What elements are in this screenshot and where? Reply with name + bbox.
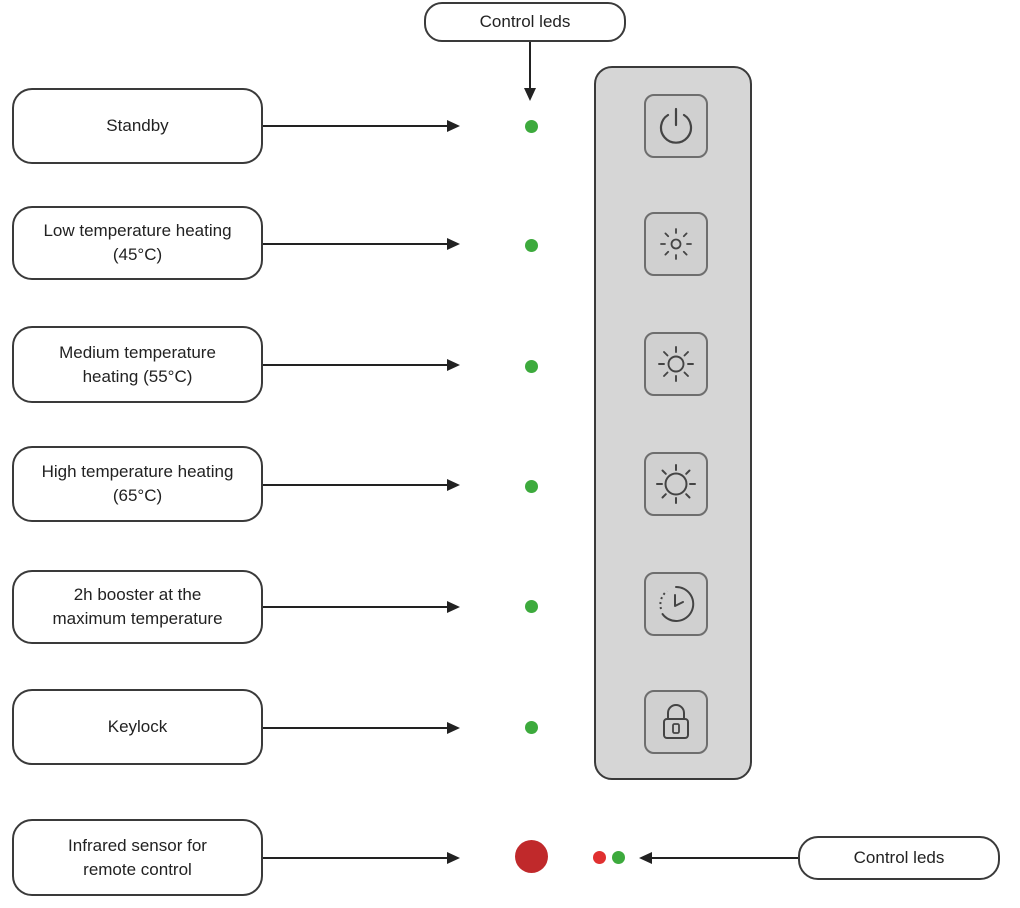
power-icon (659, 107, 693, 144)
infrared-label-box: Infrared sensor for remote control (12, 819, 263, 896)
medium-temp-arrowhead (447, 359, 460, 371)
bottom-callout-arrow-line (652, 857, 798, 859)
booster-button[interactable] (644, 572, 708, 636)
high-temp-arrow-line (263, 484, 447, 486)
top-callout-arrowhead (524, 88, 536, 101)
low-temp-arrowhead (447, 238, 460, 250)
bottom-control-leds-callout: Control leds (798, 836, 1000, 880)
medium-temp-label: Medium temperature heating (55°C) (59, 342, 216, 386)
low-temp-label: Low temperature heating (45°C) (43, 221, 232, 264)
medium-temp-led (525, 360, 538, 373)
high-temp-led (525, 480, 538, 493)
standby-label: Standby (106, 116, 169, 135)
keylock-button[interactable] (644, 690, 708, 754)
booster-label-box: 2h booster at the maximum temperature (12, 570, 263, 644)
medium-temp-arrow-line (263, 364, 447, 366)
top-callout-label: Control leds (479, 12, 571, 31)
infrared-sensor (515, 840, 548, 873)
medium-temp-button[interactable] (644, 332, 708, 396)
sun-medium-icon (658, 346, 694, 382)
standby-arrow-line (263, 125, 447, 127)
standby-button[interactable] (644, 94, 708, 158)
infrared-arrowhead (447, 852, 460, 864)
medium-temp-label-box: Medium temperature heating (55°C) (12, 326, 263, 403)
booster-arrowhead (447, 601, 460, 613)
standby-label-box: Standby (12, 88, 263, 164)
top-callout-connector (529, 42, 531, 88)
sun-large-icon (656, 464, 696, 504)
high-temp-button[interactable] (644, 452, 708, 516)
booster-label: 2h booster at the maximum temperature (52, 585, 223, 628)
standby-arrowhead (447, 120, 460, 132)
keylock-arrowhead (447, 722, 460, 734)
padlock-icon (663, 704, 689, 739)
clock-booster-icon (659, 585, 695, 622)
low-temp-led (525, 239, 538, 252)
low-temp-arrow-line (263, 243, 447, 245)
infrared-label: Infrared sensor for remote control (68, 835, 207, 879)
keylock-arrow-line (263, 727, 447, 729)
keylock-label: Keylock (107, 717, 168, 736)
keylock-led (525, 721, 538, 734)
bottom-green-led (612, 851, 625, 864)
keylock-label-box: Keylock (12, 689, 263, 765)
bottom-callout-label: Control leds (853, 848, 945, 867)
infrared-arrow-line (263, 857, 447, 859)
low-temp-button[interactable] (644, 212, 708, 276)
standby-led (525, 120, 538, 133)
low-temp-label-box: Low temperature heating (45°C) (12, 206, 263, 280)
bottom-red-led (593, 851, 606, 864)
booster-led (525, 600, 538, 613)
control-panel (594, 66, 752, 780)
high-temp-label-box: High temperature heating (65°C) (12, 446, 263, 522)
sun-small-icon (660, 228, 692, 260)
booster-arrow-line (263, 606, 447, 608)
top-control-leds-callout: Control leds (424, 2, 626, 42)
bottom-callout-arrowhead (639, 852, 652, 864)
high-temp-arrowhead (447, 479, 460, 491)
high-temp-label: High temperature heating (65°C) (41, 462, 234, 505)
